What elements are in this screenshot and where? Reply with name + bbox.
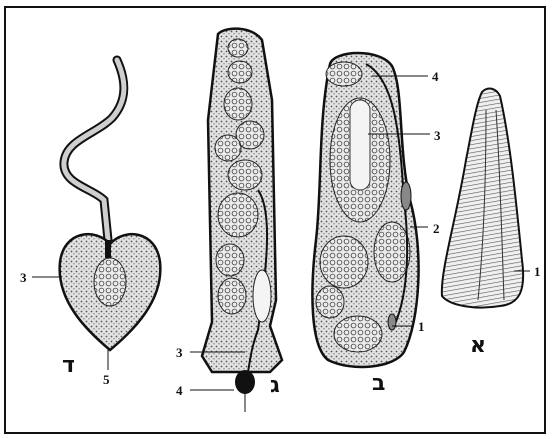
panel-gimel-label-2: 4 <box>176 383 183 398</box>
panel-gimel-label-1: 3 <box>176 345 183 360</box>
panel-gimel-organism <box>202 29 282 412</box>
panel-alef-label-1: 1 <box>534 264 541 279</box>
panel-dalet-label-2: 5 <box>103 372 110 387</box>
panel-bet-label-4: 1 <box>418 319 425 334</box>
panel-bet-label-3: 2 <box>433 221 440 236</box>
panel-gimel-letter: ג <box>270 373 280 398</box>
panel-dalet-label-1: 3 <box>20 270 27 285</box>
panel-bet-label-2: 3 <box>434 128 441 143</box>
panel-bet-label-1: 4 <box>432 69 439 84</box>
panel-dalet-letter: ד <box>62 353 75 378</box>
panel-dalet-organism <box>60 60 161 350</box>
panel-bet-letter: ב <box>372 371 385 396</box>
panel-alef-organism <box>442 89 523 308</box>
panel-alef-letter: א <box>470 333 486 358</box>
panel-bet-organism <box>312 53 418 367</box>
